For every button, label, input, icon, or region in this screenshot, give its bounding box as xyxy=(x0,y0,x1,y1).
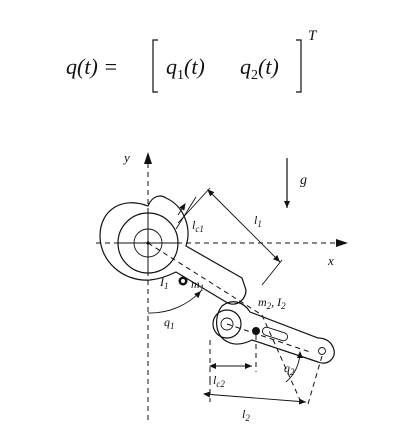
svg-text:lc2: lc2 xyxy=(213,373,225,389)
svg-text:q2(t): q2(t) xyxy=(240,54,279,83)
link-1-body xyxy=(99,195,247,305)
transpose-superscript: T xyxy=(308,28,318,44)
svg-text:q1: q1 xyxy=(164,315,175,331)
link-1-extension xyxy=(261,314,301,401)
x-axis-label: x xyxy=(327,253,334,268)
mass-1-label: m1 xyxy=(191,277,204,293)
link-2-body xyxy=(216,301,335,364)
angle-q2: q2 xyxy=(284,351,303,383)
right-bracket xyxy=(296,39,302,93)
dimension-lc1: lc1 xyxy=(175,196,204,234)
elbow-joint-inner-icon xyxy=(220,317,234,331)
link-2-end-hole-icon xyxy=(318,347,326,355)
svg-text:l1: l1 xyxy=(254,213,262,229)
link-2-slot xyxy=(261,326,289,342)
equation-lhs: q(t) = xyxy=(66,54,118,79)
dimension-l2: l2 xyxy=(203,355,323,423)
angle-q1: q1 xyxy=(147,290,202,331)
link-1-centerline xyxy=(147,242,263,316)
gravity-label: g xyxy=(300,173,307,188)
x-axis-arrow-icon xyxy=(336,239,348,247)
dimension-l1: l1 xyxy=(177,187,283,286)
inertia-1-label: I1 xyxy=(159,275,169,291)
svg-text:lc1: lc1 xyxy=(192,218,204,234)
gravity-indicator: g xyxy=(284,158,307,208)
base-joint-inner-icon xyxy=(133,228,163,258)
svg-text:q2: q2 xyxy=(284,361,295,377)
mass-inertia-2-label: m2, I2 xyxy=(258,295,286,311)
dimension-lc2: lc2 xyxy=(209,335,257,389)
y-axis-arrow-icon xyxy=(144,152,152,164)
link-2 xyxy=(212,301,335,364)
svg-text:l2: l2 xyxy=(242,407,250,423)
state-vector-equation: q(t) = q1(t) q2(t) T xyxy=(66,28,318,93)
left-bracket xyxy=(152,39,158,93)
link-2-centerline xyxy=(226,323,311,353)
elbow-joint-outer-icon xyxy=(212,309,242,339)
svg-text:q1(t): q1(t) xyxy=(166,54,205,83)
link-1 xyxy=(99,195,301,401)
y-axis-label: y xyxy=(122,150,130,165)
